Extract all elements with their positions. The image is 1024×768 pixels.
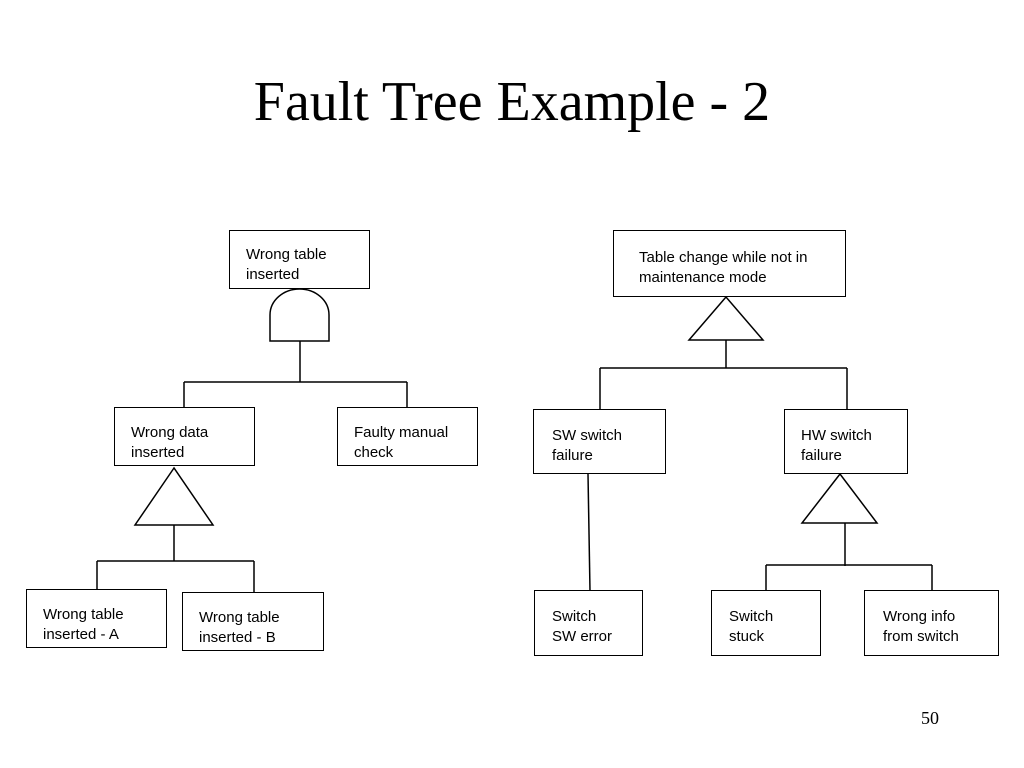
event-switch-stuck: Switch stuck (711, 590, 821, 656)
or-gate-icon (800, 472, 879, 524)
page-number: 50 (921, 708, 939, 728)
slide-title: Fault Tree Example - 2 (253, 71, 771, 133)
connector-line (587, 473, 591, 592)
event-hw-switch-failure: HW switch failure (784, 409, 908, 474)
event-wrong-table-inserted-a: Wrong table inserted - A (26, 589, 167, 648)
event-wrong-data-inserted: Wrong data inserted (114, 407, 255, 466)
or-gate-icon (687, 295, 765, 341)
top-event-table-change: Table change while not in maintenance mo… (613, 230, 846, 297)
top-event-wrong-table-inserted: Wrong table inserted (229, 230, 370, 289)
event-switch-sw-error: Switch SW error (534, 590, 643, 656)
event-wrong-table-inserted-b: Wrong table inserted - B (182, 592, 324, 651)
event-faulty-manual-check: Faulty manual check (337, 407, 478, 466)
event-wrong-info-from-switch: Wrong info from switch (864, 590, 999, 656)
and-gate-icon (269, 288, 330, 342)
or-gate-icon (133, 466, 215, 526)
event-sw-switch-failure: SW switch failure (533, 409, 666, 474)
